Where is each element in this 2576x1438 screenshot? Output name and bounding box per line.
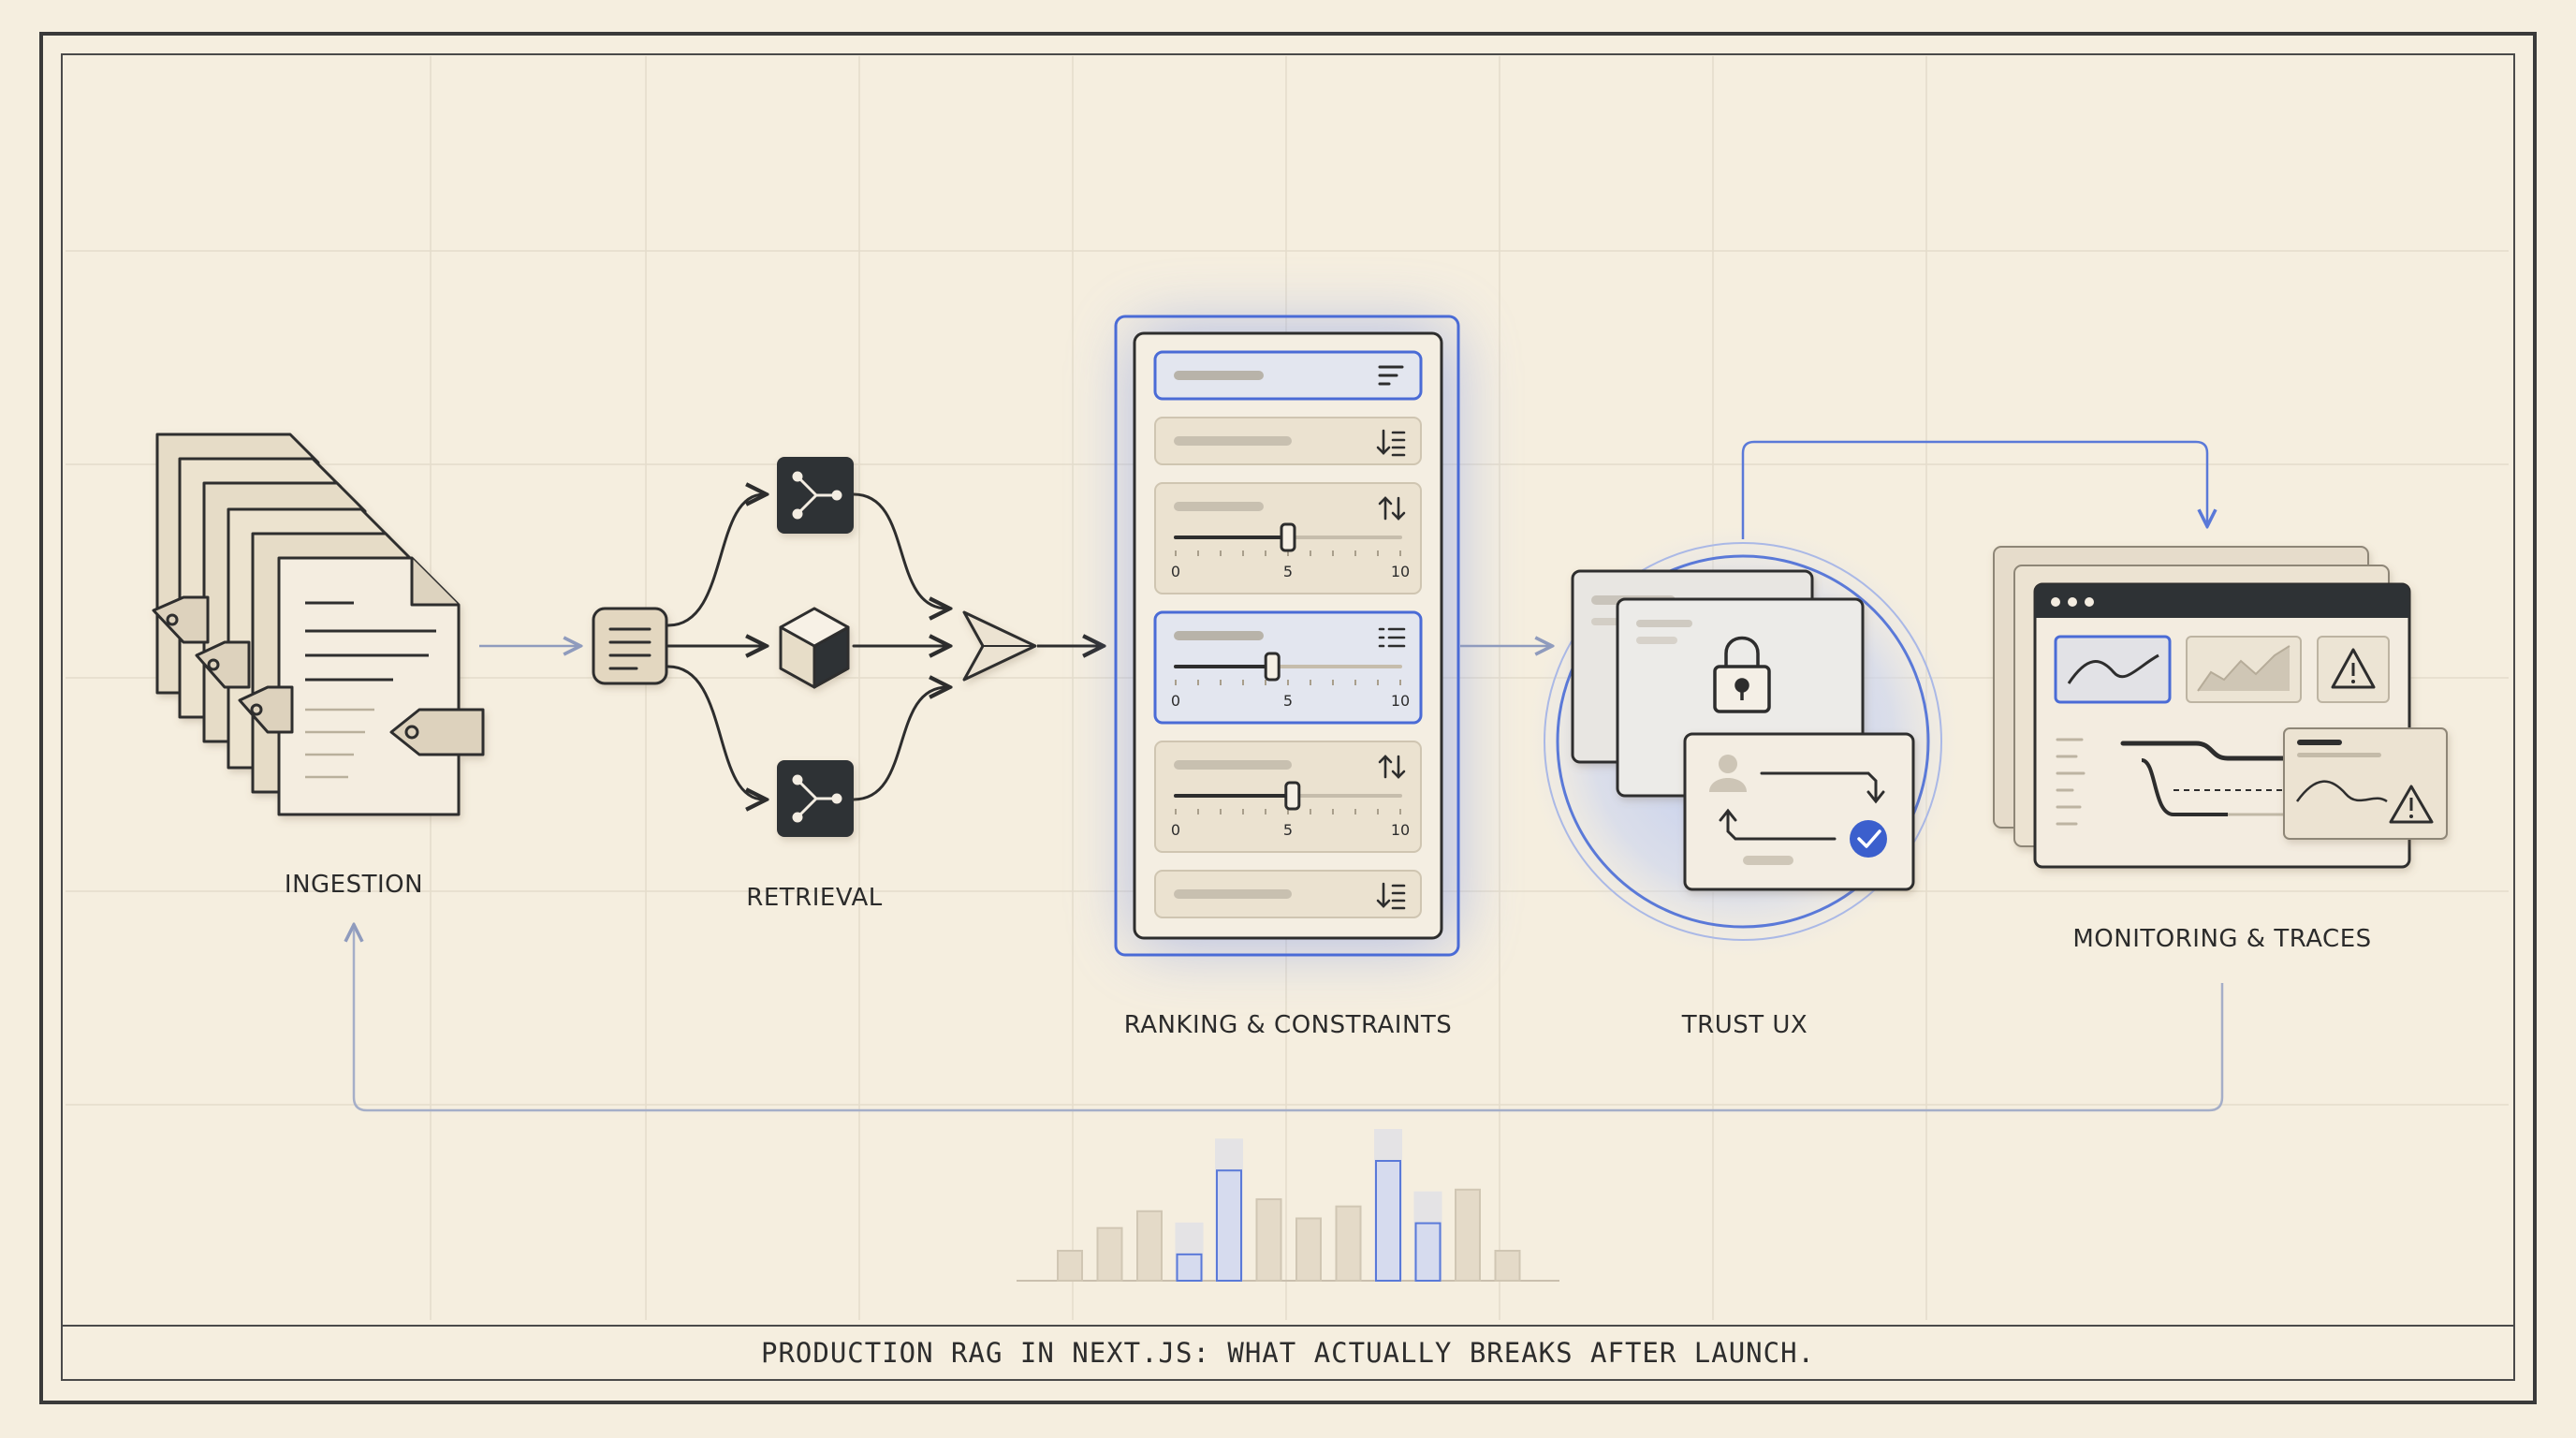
arrow-trust-monitoring xyxy=(1741,440,2207,539)
list-icon xyxy=(1378,627,1406,648)
trust-ring-outer xyxy=(1544,542,1942,941)
filter-icon xyxy=(1378,365,1404,386)
stage-label-trust: TRUST UX xyxy=(1681,1011,1808,1039)
trace-timeline xyxy=(2056,738,2287,826)
outer-frame xyxy=(39,32,2537,1404)
slider-tick-label-min: 0 xyxy=(1171,821,1180,839)
bar xyxy=(1455,1188,1481,1282)
ranking-row-sort-bottom[interactable] xyxy=(1154,870,1422,918)
sliders-layer: 0 5 10 0 5 10 0 5 10 xyxy=(1171,522,1410,839)
sort-down-icon xyxy=(1376,429,1406,457)
bottom-bar-chart xyxy=(1017,1129,1559,1283)
bar xyxy=(1057,1250,1083,1282)
trace-alert-card xyxy=(2283,727,2448,840)
bar xyxy=(1176,1253,1203,1282)
slider-thumb[interactable] xyxy=(1280,522,1296,552)
slider-tick-label-min: 0 xyxy=(1171,692,1180,710)
slider-tick-label-mid: 5 xyxy=(1283,563,1293,580)
slider-tick-label-max: 10 xyxy=(1391,821,1410,839)
slider-tick-label-max: 10 xyxy=(1391,563,1410,580)
cube-icon xyxy=(779,607,850,689)
bar xyxy=(1414,1222,1442,1283)
trust-ring-inner xyxy=(1556,554,1930,929)
slider-thumb[interactable] xyxy=(1264,652,1281,682)
documents-stack-icon xyxy=(152,433,485,816)
stage-label-ranking: RANKING & CONSTRAINTS xyxy=(1123,1011,1453,1039)
threshold-slider[interactable]: 0 5 10 xyxy=(1171,781,1410,839)
ranking-row-filter[interactable] xyxy=(1153,350,1423,401)
merge-icon xyxy=(962,610,1037,682)
swap-arrows-icon xyxy=(1719,771,1885,841)
footer-title: PRODUCTION RAG IN NEXT.JS: WHAT ACTUALLY… xyxy=(760,1337,1816,1369)
stage-label-monitoring: MONITORING & TRACES xyxy=(2072,925,2372,953)
metric-card-line xyxy=(2054,635,2172,704)
metric-card-area xyxy=(2186,636,2302,703)
inner-frame xyxy=(61,53,2515,1381)
bar xyxy=(1255,1197,1282,1282)
branch-icon xyxy=(777,457,854,534)
bar xyxy=(1335,1205,1362,1283)
user-icon xyxy=(1709,755,1747,792)
threshold-slider[interactable]: 0 5 10 xyxy=(1171,522,1410,580)
bar xyxy=(1096,1226,1123,1283)
branch-icon xyxy=(777,760,854,837)
slider-tick-label-mid: 5 xyxy=(1283,692,1293,710)
document-icon xyxy=(592,607,668,685)
threshold-slider[interactable]: 0 5 10 xyxy=(1171,652,1410,710)
slider-thumb[interactable] xyxy=(1284,781,1301,811)
stage-label-ingestion: INGESTION xyxy=(284,871,424,899)
bar xyxy=(1295,1217,1322,1282)
bar xyxy=(1494,1250,1521,1282)
sort-down-icon xyxy=(1376,882,1406,910)
slider-tick-label-min: 0 xyxy=(1171,563,1180,580)
bar xyxy=(1375,1160,1401,1282)
swap-vertical-icon xyxy=(1378,755,1406,779)
trust-confirm-card[interactable] xyxy=(1683,732,1915,891)
feedback-loop-arrow xyxy=(354,927,2224,1112)
slider-tick-label-mid: 5 xyxy=(1283,821,1293,839)
lock-icon xyxy=(1713,636,1771,713)
retrieval-branches xyxy=(666,494,947,800)
swap-vertical-icon xyxy=(1378,496,1406,521)
check-icon xyxy=(1850,820,1887,858)
ranking-row-sort[interactable] xyxy=(1154,417,1422,465)
warning-icon xyxy=(2317,636,2390,703)
ranking-panel-outline xyxy=(1114,315,1460,957)
bar xyxy=(1136,1210,1163,1283)
bar xyxy=(1216,1169,1242,1282)
slider-tick-label-max: 10 xyxy=(1391,692,1410,710)
stage-label-retrieval: RETRIEVAL xyxy=(746,884,883,912)
